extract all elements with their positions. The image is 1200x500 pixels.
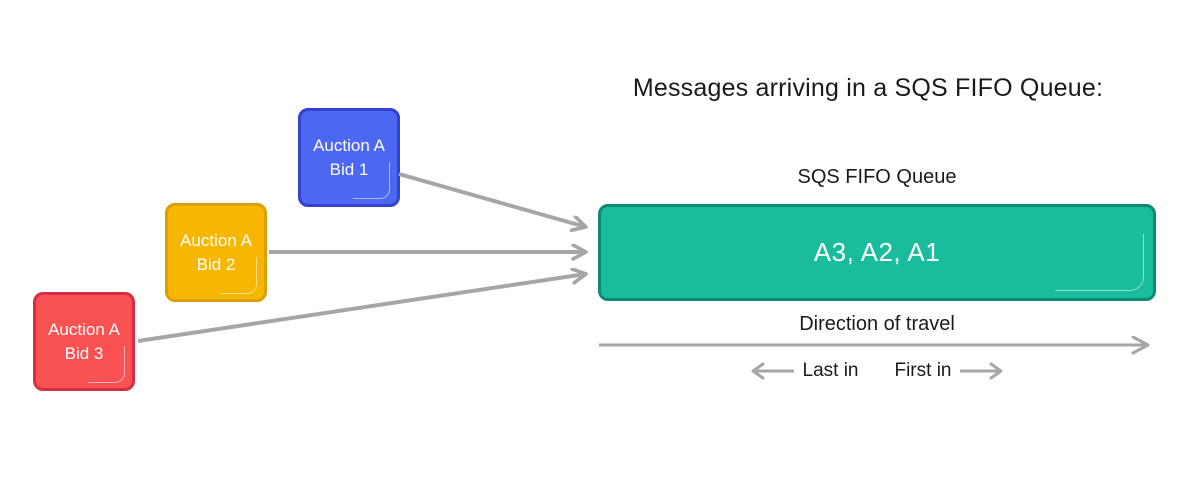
last-in-first-in-row: Last in First in — [598, 357, 1156, 385]
bid1-line1: Auction A — [313, 136, 385, 156]
arrow-bid1-to-queue — [398, 172, 586, 227]
bid1-corner-decoration — [353, 162, 390, 199]
diagram-title: Messages arriving in a SQS FIFO Queue: — [632, 74, 1104, 102]
bid2-corner-decoration — [220, 257, 257, 294]
bid3-node: Auction A Bid 3 — [33, 292, 135, 391]
queue-label: SQS FIFO Queue — [797, 166, 957, 188]
first-in-label: First in — [894, 360, 952, 381]
queue-content: A3, A2, A1 — [813, 237, 941, 267]
bid3-line1: Auction A — [48, 320, 120, 340]
last-in-label: Last in — [802, 360, 859, 381]
left-arrow-icon — [751, 362, 794, 380]
queue-corner-decoration — [1055, 234, 1144, 291]
bid3-corner-decoration — [88, 346, 125, 383]
direction-of-travel-label: Direction of travel — [799, 313, 955, 335]
bid2-node: Auction A Bid 2 — [165, 203, 267, 302]
queue-node: A3, A2, A1 — [598, 204, 1156, 301]
bid1-node: Auction A Bid 1 — [298, 108, 400, 207]
right-arrow-icon — [960, 362, 1003, 380]
bid2-line1: Auction A — [180, 231, 252, 251]
